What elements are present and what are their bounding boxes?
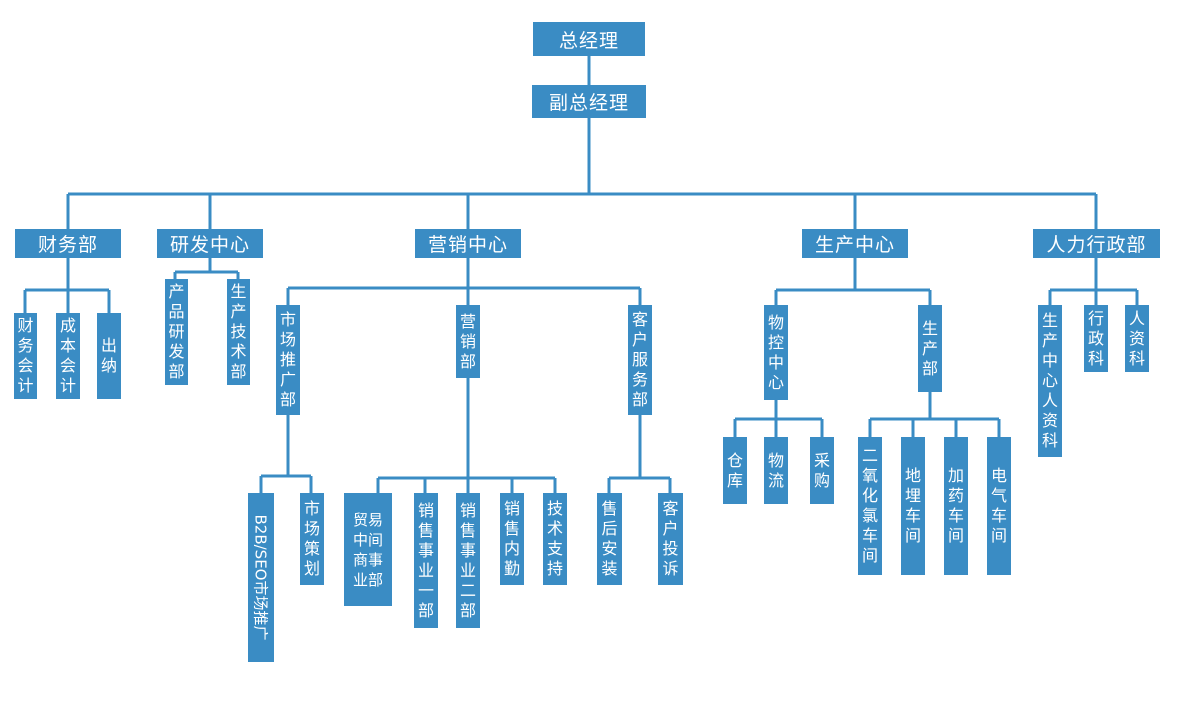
node-production-dept: 生产部 — [918, 305, 942, 392]
node-logistics: 物流 — [764, 437, 788, 504]
connector-market-promo-children — [259, 415, 313, 493]
node-production-hr-section: 生产中心人资科 — [1038, 305, 1062, 457]
node-b2b-seo-promotion: B2B/SEO市场推广 — [248, 493, 274, 662]
node-warehouse: 仓库 — [723, 437, 747, 504]
node-sales-division-one: 销售事业一部 — [414, 493, 438, 628]
node-sales-internal: 销售内勤 — [500, 493, 524, 585]
node-chlorine-dioxide-workshop: 二氧化氯车间 — [858, 437, 882, 575]
node-hr-section: 人资科 — [1125, 305, 1149, 372]
node-cashier: 出纳 — [97, 313, 121, 399]
connector-rd-children — [173, 258, 240, 279]
node-product-rd-dept: 产品研发部 — [165, 279, 188, 385]
connector-material-children — [733, 400, 824, 437]
connector-hr-children — [1048, 258, 1139, 305]
node-rd-center: 研发中心 — [157, 229, 263, 258]
node-after-sales-install: 售后安装 — [597, 493, 622, 585]
node-sales-division-two: 销售事业二部 — [456, 493, 480, 628]
node-dosing-workshop: 加药车间 — [944, 437, 968, 575]
node-marketing-center: 营销中心 — [415, 229, 521, 258]
node-production-center: 生产中心 — [802, 229, 908, 258]
node-buried-workshop: 地埋车间 — [901, 437, 925, 575]
node-general-manager: 总经理 — [533, 22, 645, 56]
connector-sales-children — [376, 378, 557, 493]
connector-marketing-children — [286, 258, 642, 305]
node-customer-service-dept: 客户服务部 — [628, 305, 652, 415]
node-purchasing: 采购 — [810, 437, 834, 504]
node-sales-dept: 营销部 — [456, 305, 480, 378]
node-material-control-center: 物控中心 — [764, 305, 788, 400]
node-trade-broker-division: 贸易中间商事业部 — [344, 493, 392, 606]
node-cost-accounting: 成本会计 — [56, 313, 80, 399]
node-finance-dept: 财务部 — [15, 229, 121, 258]
node-market-planning: 市场策划 — [300, 493, 324, 585]
connector-production-children — [774, 258, 932, 305]
node-production-tech-dept: 生产技术部 — [227, 279, 250, 385]
node-hr-admin-dept: 人力行政部 — [1033, 229, 1160, 258]
connector-prod-dept-children — [868, 392, 1001, 437]
connector-finance-children — [23, 258, 111, 313]
node-admin-section: 行政科 — [1084, 305, 1108, 372]
node-deputy-general-manager: 副总经理 — [532, 85, 646, 118]
node-technical-support: 技术支持 — [543, 493, 567, 585]
node-electrical-workshop: 电气车间 — [987, 437, 1011, 575]
node-market-promotion-dept: 市场推广部 — [276, 305, 300, 415]
node-customer-complaints: 客户投诉 — [658, 493, 683, 585]
node-financial-accounting: 财务会计 — [14, 313, 37, 399]
node-b2b-seo-label: B2B/SEO市场推广 — [251, 514, 270, 641]
connector-service-children — [607, 415, 672, 493]
